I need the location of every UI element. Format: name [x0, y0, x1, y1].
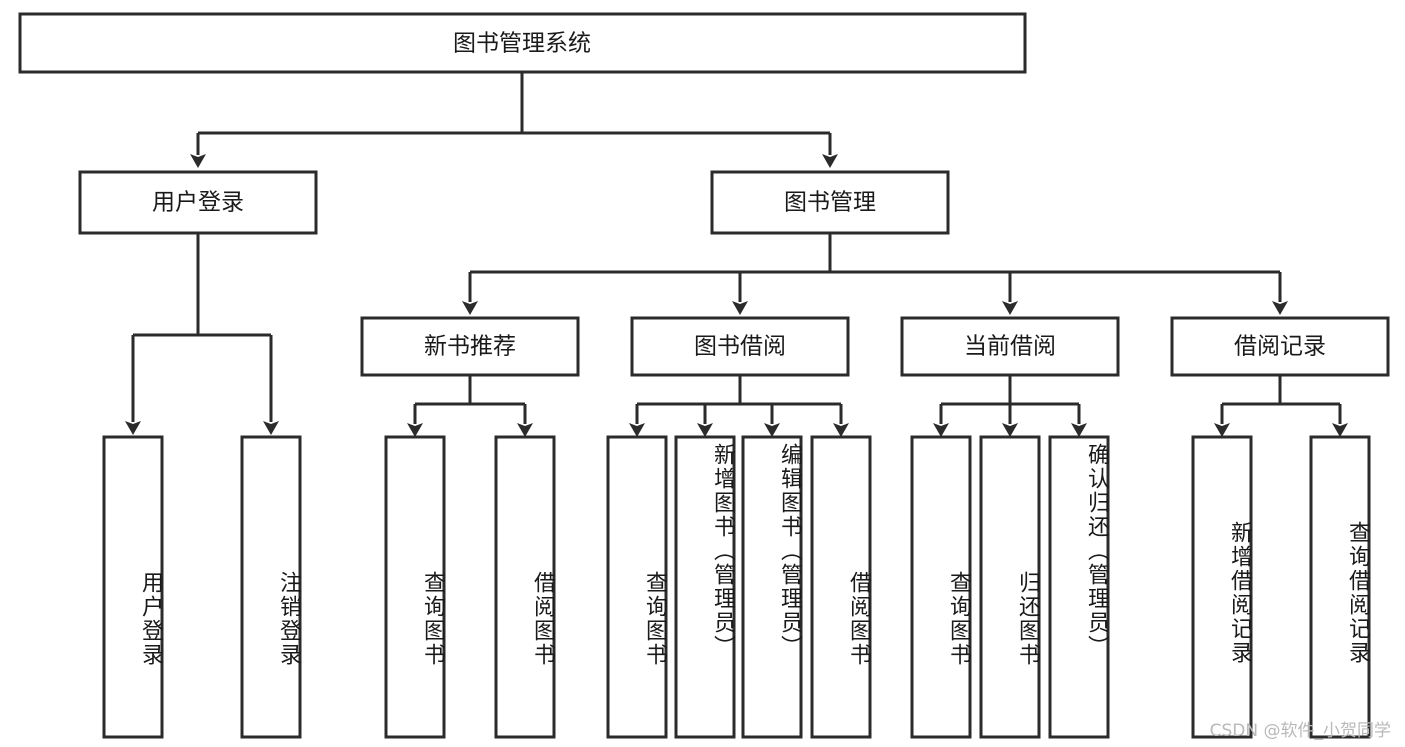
node-book-borrow[interactable]: 图书借阅: [630, 316, 850, 377]
node-user-login-label: 用户登录: [152, 190, 244, 216]
leaf-group-current-borrow: [910, 435, 1110, 739]
leaf-box[interactable]: [741, 435, 803, 739]
node-book-management-label: 图书管理: [784, 190, 876, 216]
leaf-box[interactable]: [910, 435, 972, 739]
node-root[interactable]: 图书管理系统: [18, 12, 1027, 74]
leaf-box[interactable]: [1309, 435, 1371, 739]
connector-userlogin-to-leaves: [125, 233, 279, 435]
node-user-login[interactable]: 用户登录: [78, 170, 318, 235]
leaf-box[interactable]: [674, 435, 736, 739]
leaf-group-book-borrow: [606, 435, 872, 739]
node-current-borrow[interactable]: 当前借阅: [900, 316, 1120, 377]
leaf-box[interactable]: [1048, 435, 1110, 739]
node-current-borrow-label: 当前借阅: [964, 334, 1056, 360]
node-book-borrow-label: 图书借阅: [694, 334, 786, 360]
connector-newbook-to-leaves: [407, 375, 533, 437]
leaf-box[interactable]: [1191, 435, 1253, 739]
node-borrow-record-label: 借阅记录: [1234, 334, 1326, 360]
connector-currentborrow-to-leaves: [933, 375, 1087, 437]
leaf-box[interactable]: [606, 435, 668, 739]
leaf-box[interactable]: [384, 435, 446, 739]
connector-root-to-level2: [190, 72, 838, 168]
node-new-book-recommend-label: 新书推荐: [424, 334, 516, 360]
leaf-box[interactable]: [494, 435, 556, 739]
leaf-box[interactable]: [810, 435, 872, 739]
connector-borrowrecord-to-leaves: [1214, 375, 1348, 437]
leaf-group-borrow-record: [1191, 435, 1371, 739]
node-new-book-recommend[interactable]: 新书推荐: [360, 316, 580, 377]
leaf-box[interactable]: [979, 435, 1041, 739]
leaf-group-new-book-recommend: [384, 435, 556, 739]
leaf-group-user-login: [102, 435, 302, 739]
node-book-management[interactable]: 图书管理: [710, 170, 950, 235]
node-borrow-record[interactable]: 借阅记录: [1170, 316, 1390, 377]
node-root-label: 图书管理系统: [453, 31, 591, 57]
connector-bookborrow-to-leaves: [629, 375, 849, 437]
leaf-box[interactable]: [102, 435, 164, 739]
csdn-watermark: CSDN @软件_小贺同学: [1209, 721, 1391, 741]
connector-bookmgmt-to-level3: [462, 233, 1288, 315]
leaf-box[interactable]: [240, 435, 302, 739]
